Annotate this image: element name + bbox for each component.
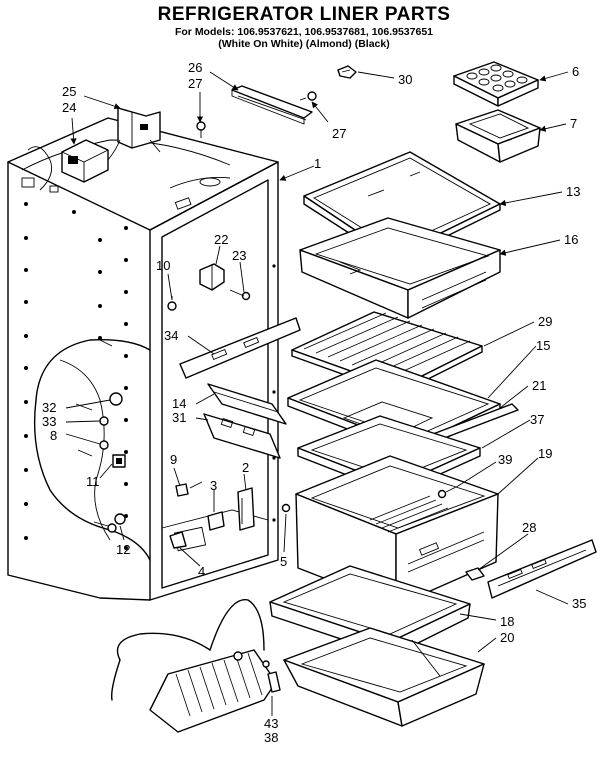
callout-2: 2 [242, 460, 249, 475]
door-bin [455, 109, 541, 163]
callout-8: 8 [50, 428, 57, 443]
model-colors: (White On White) (Almond) (Black) [218, 38, 390, 50]
liner-cabinet [7, 117, 279, 601]
wiring-harness [27, 146, 151, 561]
callout-43: 43 [264, 716, 278, 731]
callout-32: 32 [42, 400, 56, 415]
callout-21: 21 [532, 378, 546, 393]
diagram-title: REFRIGERATOR LINER PARTS [157, 4, 451, 25]
evaporator-assembly [110, 599, 281, 733]
callout-4: 4 [198, 564, 205, 579]
screws-5-39 [281, 485, 459, 513]
meat-keeper [299, 217, 501, 319]
callout-14: 14 [172, 396, 186, 411]
small-brackets [169, 481, 255, 549]
callout-6: 6 [572, 64, 579, 79]
callout-25: 25 [62, 84, 76, 99]
callout-26: 26 [188, 60, 202, 75]
callout-30: 30 [398, 72, 412, 87]
leader-lines [65, 71, 569, 716]
brackets-14-31 [203, 383, 287, 459]
callout-19: 19 [538, 446, 552, 461]
callout-10: 10 [156, 258, 170, 273]
bracket-34 [179, 317, 301, 379]
callout-15: 15 [536, 338, 550, 353]
callout-39: 39 [498, 452, 512, 467]
top-hinge-cover [196, 85, 317, 138]
callout-18: 18 [500, 614, 514, 629]
control-box [61, 107, 161, 183]
callout-29: 29 [538, 314, 552, 329]
callout-12: 12 [116, 542, 130, 557]
diagram-header: REFRIGERATOR LINER PARTS For Models: 106… [0, 4, 608, 50]
callout-13: 13 [566, 184, 580, 199]
callout-22: 22 [214, 232, 228, 247]
callout-24: 24 [62, 100, 76, 115]
callout-34: 34 [164, 328, 178, 343]
egg-tray [453, 61, 539, 107]
callout-20: 20 [500, 630, 514, 645]
callout-7: 7 [570, 116, 577, 131]
bracket-22 [199, 263, 251, 301]
callout-3: 3 [210, 478, 217, 493]
liner-side-holes [24, 202, 276, 550]
callout-5: 5 [280, 554, 287, 569]
callout-27: 27 [188, 76, 202, 91]
callout-37: 37 [530, 412, 544, 427]
callout-labels: 25 24 26 27 30 6 7 27 1 13 16 22 23 10 3… [42, 60, 586, 745]
part-12-fitting [93, 513, 126, 533]
light-socket-parts [75, 392, 126, 468]
model-numbers: For Models: 106.9537621, 106.9537681, 10… [174, 26, 434, 38]
pan-20 [283, 627, 485, 727]
callout-33: 33 [42, 414, 56, 429]
front-trim-35 [465, 539, 597, 599]
callout-38: 38 [264, 730, 278, 745]
callout-27b: 27 [332, 126, 346, 141]
callout-31: 31 [172, 410, 186, 425]
callout-23: 23 [232, 248, 246, 263]
callout-1: 1 [314, 156, 321, 171]
callout-28: 28 [522, 520, 536, 535]
callout-9: 9 [170, 452, 177, 467]
part-30-clip [337, 65, 357, 79]
callout-35: 35 [572, 596, 586, 611]
callout-11: 11 [86, 474, 100, 489]
callout-16: 16 [564, 232, 578, 247]
